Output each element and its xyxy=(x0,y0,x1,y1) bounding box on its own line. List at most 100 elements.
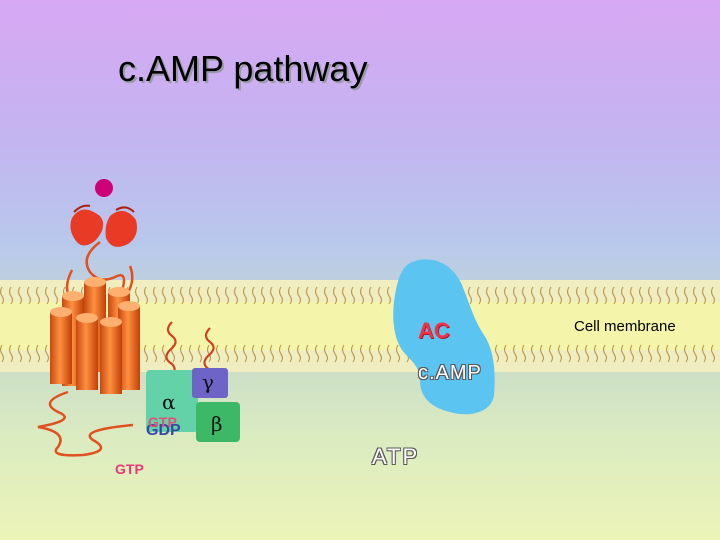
lipid-head xyxy=(341,344,347,363)
lipid-head xyxy=(368,344,374,363)
lipid-head xyxy=(575,344,581,363)
lipid-head xyxy=(35,286,41,305)
lipid-head xyxy=(386,344,392,363)
lipid-head xyxy=(233,286,239,305)
lipid-head xyxy=(494,286,500,305)
lipid-head xyxy=(314,344,320,363)
lipid-head xyxy=(701,344,707,363)
lipid-head xyxy=(0,286,5,305)
lipid-head xyxy=(8,286,14,305)
lipid-head xyxy=(170,286,176,305)
lipid-head xyxy=(287,344,293,363)
gamma-subunit xyxy=(192,368,228,398)
lipid-head xyxy=(692,344,698,363)
lipid-head xyxy=(332,344,338,363)
lipid-head xyxy=(386,286,392,305)
lipid-head xyxy=(350,344,356,363)
lipid-head xyxy=(17,344,23,363)
lipid-head xyxy=(629,286,635,305)
lipid-head xyxy=(188,286,194,305)
lipid-head xyxy=(296,286,302,305)
lipid-head xyxy=(494,344,500,363)
lipid-head xyxy=(710,286,716,305)
lipid-head xyxy=(350,286,356,305)
lipid-head xyxy=(647,286,653,305)
lipid-head xyxy=(665,344,671,363)
beta-label: β xyxy=(211,412,223,436)
lipid-head xyxy=(368,286,374,305)
lipid-head xyxy=(332,286,338,305)
lipid-head xyxy=(548,286,554,305)
lipid-head xyxy=(530,344,536,363)
lipid-head xyxy=(143,344,149,363)
lipid-head xyxy=(575,286,581,305)
lipid-head xyxy=(683,286,689,305)
lipid-head xyxy=(260,344,266,363)
lipid-head xyxy=(512,344,518,363)
lipid-head xyxy=(161,344,167,363)
lipid-head xyxy=(305,286,311,305)
lipid-head xyxy=(548,344,554,363)
lipid-head xyxy=(206,286,212,305)
receptor-extracellular-domain xyxy=(70,204,137,247)
lipid-head xyxy=(251,286,257,305)
lipid-head xyxy=(584,286,590,305)
lipid-head xyxy=(701,286,707,305)
lipid-head xyxy=(44,286,50,305)
slide-title: c.AMP pathway xyxy=(118,48,368,89)
lipid-head xyxy=(134,286,140,305)
lipid-head xyxy=(521,344,527,363)
lipid-head xyxy=(17,286,23,305)
lipid-head xyxy=(359,286,365,305)
lipid-head xyxy=(656,286,662,305)
lipid-head xyxy=(152,286,158,305)
lipid-head xyxy=(287,286,293,305)
lipid-head xyxy=(8,344,14,363)
lipid-head xyxy=(152,344,158,363)
lipid-head xyxy=(620,286,626,305)
lipid-head xyxy=(224,286,230,305)
alpha-subunit xyxy=(146,370,198,432)
helix xyxy=(118,301,140,390)
lipid-head xyxy=(269,344,275,363)
lipid-head xyxy=(242,286,248,305)
lipid-head xyxy=(503,344,509,363)
gamma-label: γ xyxy=(202,370,214,394)
lipid-head xyxy=(188,344,194,363)
gtp-free-label: GTP xyxy=(115,461,144,477)
lipid-head xyxy=(314,286,320,305)
lipid-head xyxy=(278,286,284,305)
lipid-head xyxy=(647,344,653,363)
lipid-head xyxy=(530,286,536,305)
camp-label: c.AMP xyxy=(418,362,482,384)
lipid-head xyxy=(179,286,185,305)
lipid-head xyxy=(620,344,626,363)
lipid-head xyxy=(215,286,221,305)
lipid-head xyxy=(665,286,671,305)
lipid-head xyxy=(278,344,284,363)
lipid-head xyxy=(710,344,716,363)
lipid-head xyxy=(251,344,257,363)
adenylyl-cyclase-label: AC xyxy=(418,318,450,343)
helix xyxy=(76,313,98,390)
lipid-head xyxy=(44,344,50,363)
lipid-head xyxy=(557,344,563,363)
lipid-head xyxy=(323,344,329,363)
lipid-head xyxy=(233,344,239,363)
lipid-head xyxy=(377,344,383,363)
adenylyl-cyclase-shape xyxy=(393,259,495,415)
lipid-head xyxy=(611,344,617,363)
helix xyxy=(50,307,72,384)
lipid-head xyxy=(503,286,509,305)
lipid-head xyxy=(566,286,572,305)
lipid-head xyxy=(305,344,311,363)
lipid-head xyxy=(611,286,617,305)
lipid-head xyxy=(215,344,221,363)
lipid-head xyxy=(296,344,302,363)
lipid-head xyxy=(53,286,59,305)
lipid-head xyxy=(197,344,203,363)
lipid-head xyxy=(674,344,680,363)
lipid-head xyxy=(584,344,590,363)
lipid-head xyxy=(341,286,347,305)
lipid-head xyxy=(269,286,275,305)
